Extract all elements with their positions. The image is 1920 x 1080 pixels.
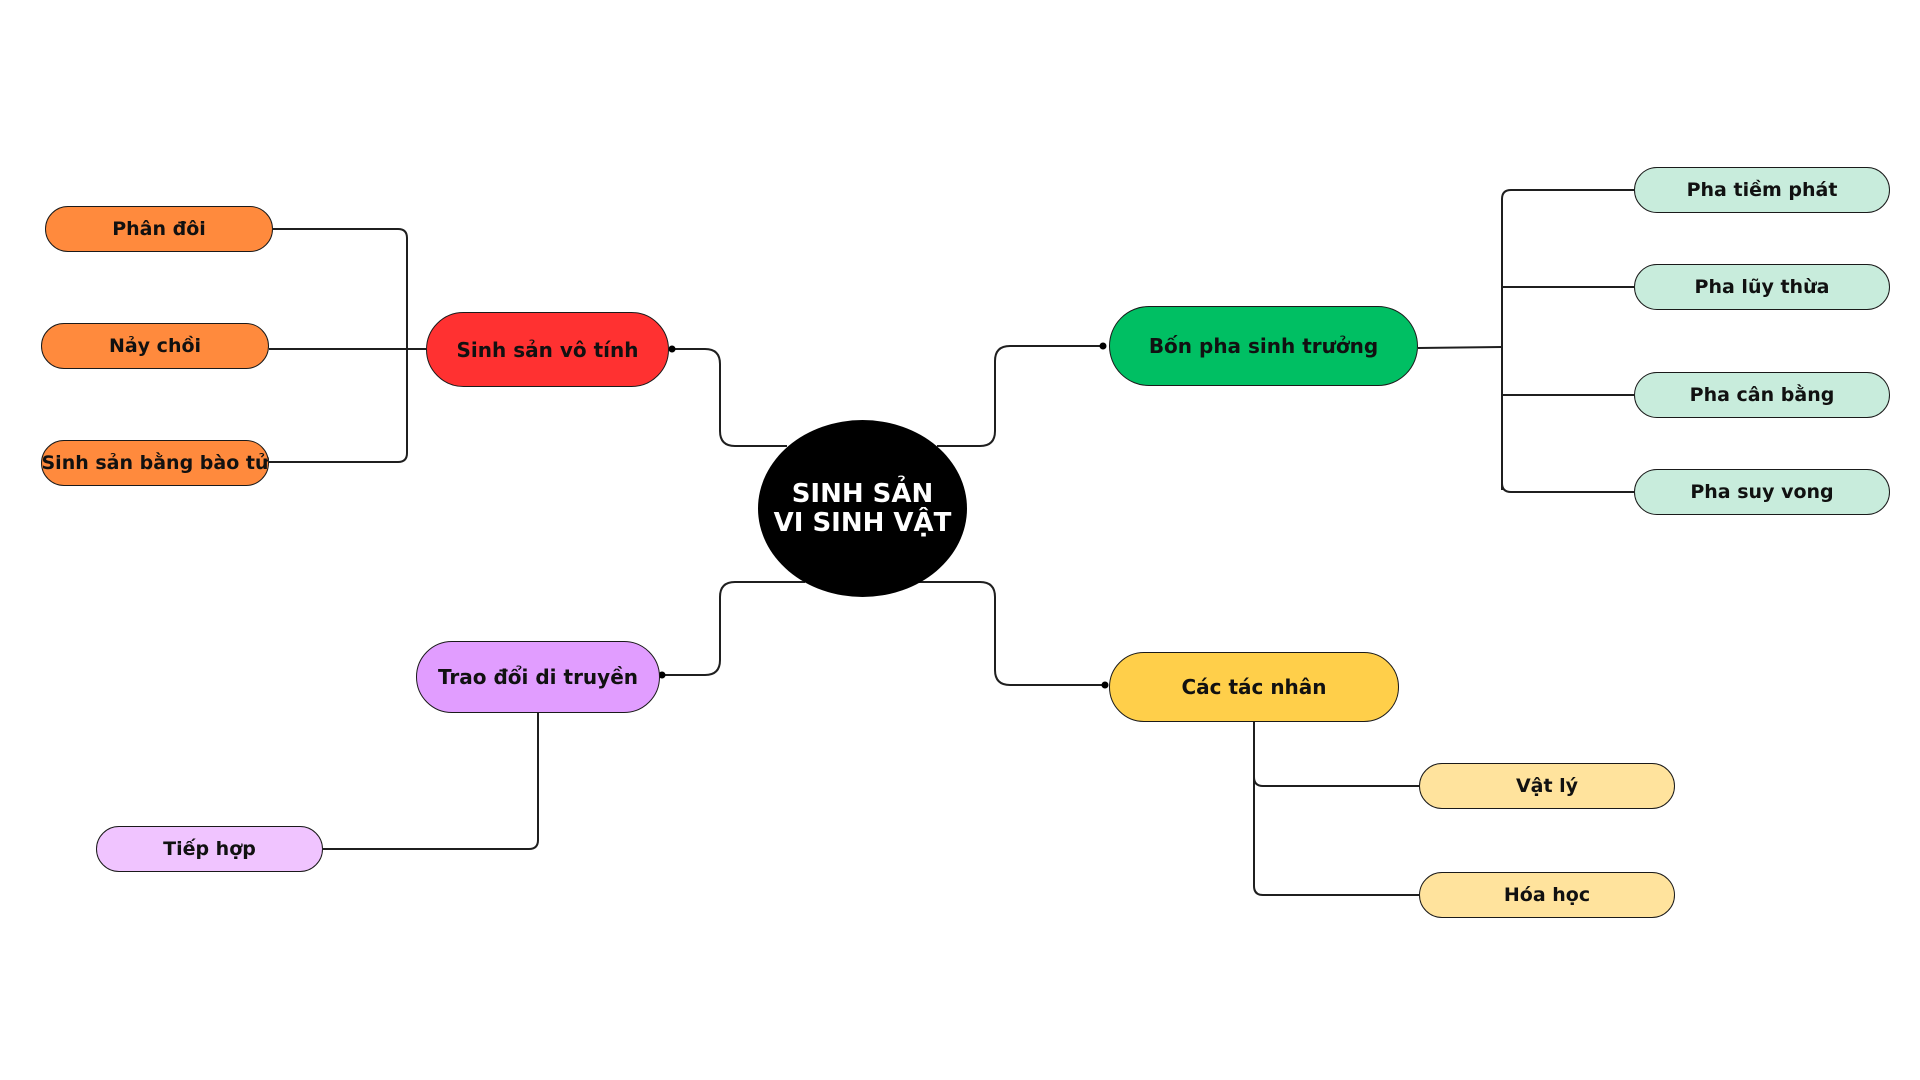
connector-center-factors — [918, 581, 1105, 686]
branch-asexual-reproduction[interactable]: Sinh sản vô tính — [426, 312, 669, 387]
connector-asexual-baotu — [269, 349, 408, 463]
node-binary-fission[interactable]: Phân đôi — [45, 206, 273, 252]
connector-dot-asexual — [668, 345, 676, 353]
connector-dot-factors — [1101, 681, 1109, 689]
node-chemical-factor[interactable]: Hóa học — [1419, 872, 1675, 918]
connector-factors-vatly — [1253, 722, 1419, 787]
node-log-phase[interactable]: Pha lũy thừa — [1634, 264, 1890, 310]
connector-asexual-phandoi — [273, 228, 426, 350]
node-budding[interactable]: Nảy chồi — [41, 323, 269, 369]
connector-genetic-tiephop — [323, 713, 539, 850]
connector-center-asexual — [672, 348, 787, 447]
connector-dot-phases — [1099, 342, 1107, 350]
central-topic-line2: VI SINH VẬT — [773, 507, 952, 538]
node-spore-reproduction[interactable]: Sinh sản bằng bào tử — [41, 440, 269, 486]
connector-phases-trunk — [1417, 346, 1503, 349]
connector-phases-suyvong — [1501, 482, 1634, 493]
branch-genetic-exchange[interactable]: Trao đổi di truyền — [416, 641, 660, 713]
node-conjugation[interactable]: Tiếp hợp — [96, 826, 323, 872]
branch-four-growth-phases[interactable]: Bốn pha sinh trưởng — [1109, 306, 1418, 386]
connector-factors-hoahoc — [1253, 777, 1419, 896]
central-topic-line1: SINH SẢN — [791, 478, 934, 509]
central-topic[interactable]: SINH SẢN VI SINH VẬT — [758, 420, 967, 597]
connector-center-phases — [937, 345, 1103, 447]
branch-factors[interactable]: Các tác nhân — [1109, 652, 1399, 722]
connector-dot-genetic — [658, 671, 666, 679]
node-physical-factor[interactable]: Vật lý — [1419, 763, 1675, 809]
node-stationary-phase[interactable]: Pha cân bằng — [1634, 372, 1890, 418]
node-death-phase[interactable]: Pha suy vong — [1634, 469, 1890, 515]
connector-center-genetic — [662, 581, 805, 676]
connector-phases-tiemphat — [1501, 189, 1634, 490]
node-lag-phase[interactable]: Pha tiềm phát — [1634, 167, 1890, 213]
